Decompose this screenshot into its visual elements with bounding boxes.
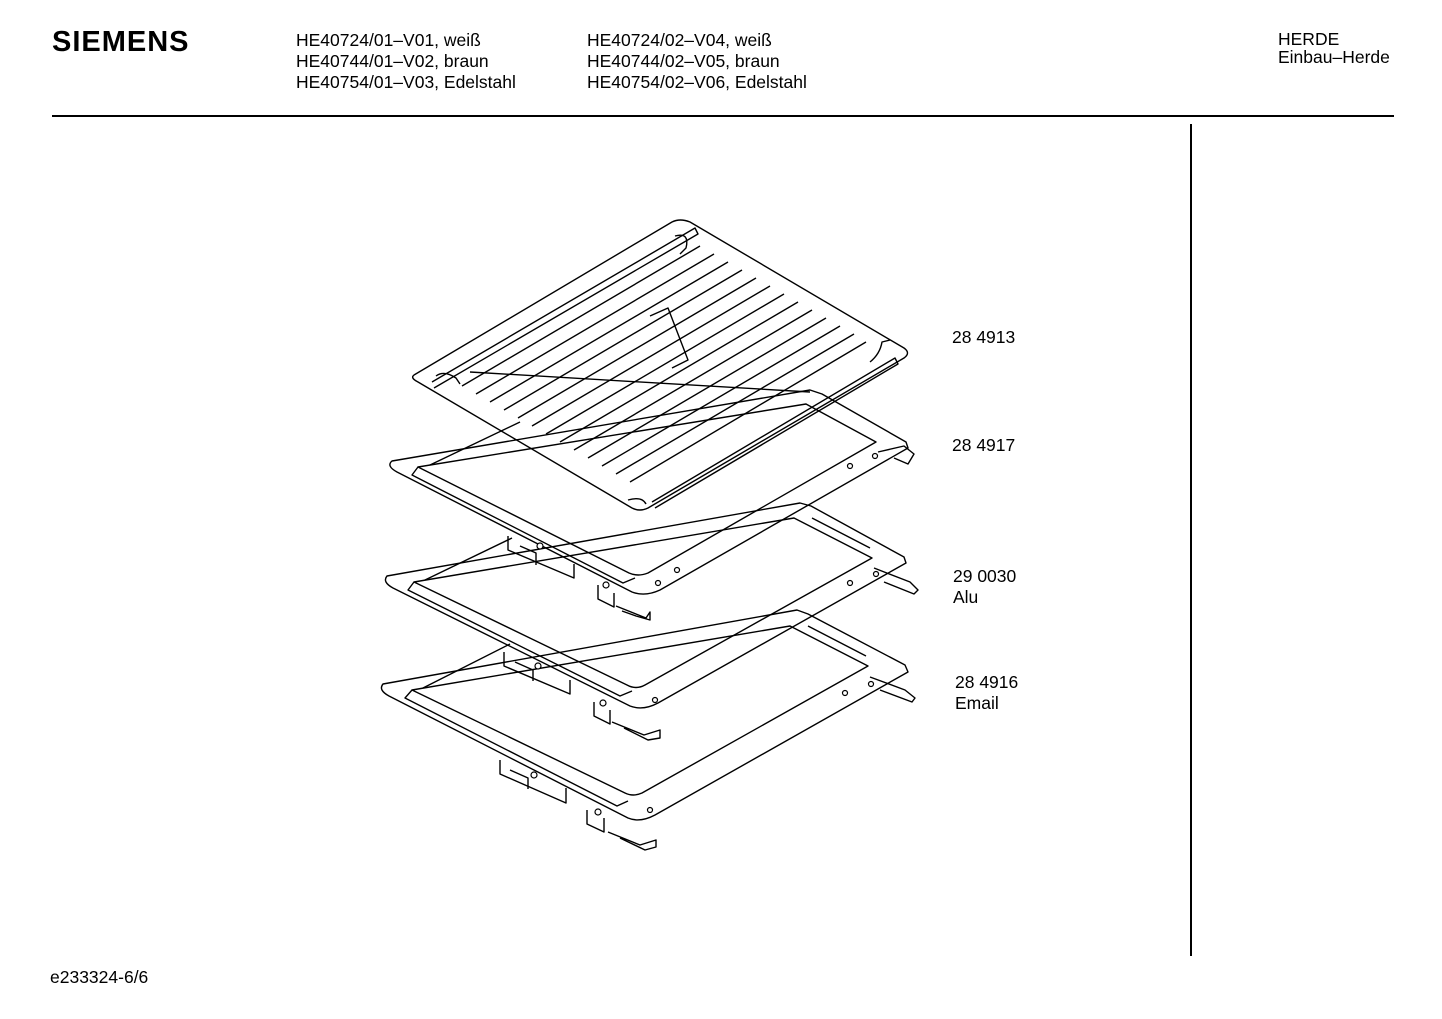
model-entry: HE40724/02–V04, weiß — [587, 30, 772, 50]
part-label-alu-tray: 29 0030 Alu — [953, 566, 1016, 608]
part-number: 28 4917 — [952, 435, 1016, 455]
category-block: HERDE Einbau–Herde — [1278, 30, 1390, 66]
header-divider — [52, 115, 1394, 117]
grill-rack-drawing — [411, 219, 909, 511]
part-number: 29 0030 — [953, 566, 1017, 586]
model-list-left: HE40724/01–V01, weiß HE40744/01–V02, bra… — [296, 30, 516, 93]
category-title: HERDE — [1278, 29, 1340, 49]
part-number: 28 4913 — [952, 327, 1016, 347]
model-entry: HE40754/01–V03, Edelstahl — [296, 72, 516, 92]
part-label-grill-rack: 28 4913 — [952, 327, 1015, 348]
document-id: e233324-6/6 — [50, 967, 149, 987]
part-note: Alu — [953, 587, 979, 607]
part-label-enamel-tray: 28 4916 Email — [955, 672, 1018, 714]
alu-tray-drawing — [384, 502, 919, 741]
model-list-right: HE40724/02–V04, weiß HE40744/02–V05, bra… — [587, 30, 807, 93]
part-number: 28 4916 — [955, 672, 1019, 692]
part-label-baking-tray: 28 4917 — [952, 435, 1015, 456]
brand-logo: SIEMENS — [52, 26, 190, 58]
category-subtitle: Einbau–Herde — [1278, 47, 1390, 67]
model-entry: HE40754/02–V06, Edelstahl — [587, 72, 807, 92]
model-entry: HE40744/01–V02, braun — [296, 51, 489, 71]
side-divider — [1190, 124, 1192, 956]
enamel-tray-drawing — [380, 609, 916, 851]
model-entry: HE40744/02–V05, braun — [587, 51, 780, 71]
model-entry: HE40724/01–V01, weiß — [296, 30, 481, 50]
part-note: Email — [955, 693, 999, 713]
baking-tray-drawing — [389, 389, 915, 621]
